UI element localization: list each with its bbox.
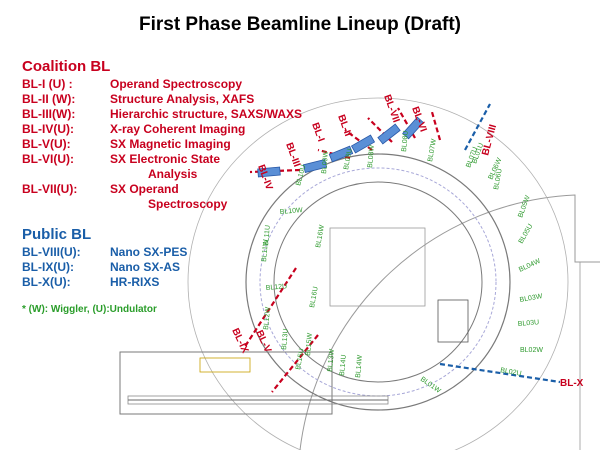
port-labels-layer: BL01W BL02U BL02W BL03U BL03W BL04W BL05U BL05W… <box>261 130 543 395</box>
building-outline <box>299 194 600 450</box>
public-heading: Public BL <box>22 226 92 243</box>
coalition-row: BL-II (W): Structure Analysis, XAFS <box>22 92 302 107</box>
beamline-callout: BL-I <box>309 121 326 143</box>
beamline-callout: BL-II <box>335 113 353 138</box>
port-label: BL13U <box>281 328 290 350</box>
port-label: BL03W <box>519 293 543 304</box>
coalition-row: BL-I (U) : Operand Spectroscopy <box>22 77 302 92</box>
port-label: BL13W <box>327 348 336 372</box>
bl-code: BL-VII(U): <box>22 182 78 196</box>
bl-desc: Hierarchic structure, SAXS/WAXS <box>110 107 303 121</box>
bl-code: BL-II (W): <box>22 92 76 106</box>
page-title: First Phase Beamline Lineup (Draft) <box>138 14 461 35</box>
port-label: BL10W <box>280 207 304 216</box>
bl-code: BL-III(W): <box>22 107 76 121</box>
port-label: BL11W <box>261 239 270 262</box>
insertion-device-note: * (W): Wiggler, (U):Undulator <box>22 304 157 315</box>
inner-room <box>437 299 469 343</box>
insertion-device <box>402 116 424 140</box>
insertion-device <box>350 134 376 154</box>
bl-ii-line <box>344 129 373 151</box>
insertion-device <box>257 166 281 178</box>
coalition-list: BL-I (U) : Operand Spectroscopy BL-II (W)… <box>22 77 302 212</box>
bl-desc: Structure Analysis, XAFS <box>110 92 255 106</box>
port-label: BL08W <box>367 144 376 168</box>
coalition-row: BL-VII(U): SX Operand <box>22 182 302 197</box>
bl-desc: SX Magnetic Imaging <box>110 137 231 151</box>
port-label: BL09W <box>321 150 330 174</box>
port-label: BL02W <box>520 347 543 354</box>
insertion-device <box>328 145 354 163</box>
coalition-heading: Coalition BL <box>22 58 111 75</box>
insertion-device <box>302 158 328 174</box>
port-label: BL05W <box>517 194 532 218</box>
bl-x-line <box>439 362 561 384</box>
bl-vi-line <box>430 111 442 141</box>
port-label: BL14W <box>355 354 364 378</box>
beamline-callout: BL-VIII <box>480 123 499 157</box>
bl-viii-line <box>464 103 491 151</box>
linac-building <box>119 351 333 415</box>
port-label: BL06U <box>493 168 504 190</box>
port-label: BL16W <box>315 224 326 248</box>
bl-desc: X-ray Coherent Imaging <box>110 122 246 136</box>
coalition-row: BL-VI(U): SX Electronic State <box>22 152 302 167</box>
port-label: BL14U <box>339 354 348 376</box>
bl-code: BL-X(U): <box>22 275 71 289</box>
port-label: BL01W <box>419 376 442 395</box>
bl-desc-continued: Analysis <box>148 167 198 181</box>
public-row: BL-VIII(U): Nano SX-PES <box>22 245 302 260</box>
bl-vii-line <box>397 107 416 139</box>
bl-i-line <box>367 117 393 143</box>
public-row: BL-X(U): HR-RIXS <box>22 275 302 290</box>
port-label: BL16U <box>309 286 320 308</box>
building-outline-right <box>575 261 600 450</box>
port-label: BL05U <box>518 223 535 245</box>
bl-desc: Operand Spectroscopy <box>110 77 243 91</box>
bl-desc-continued: Spectroscopy <box>148 197 228 211</box>
public-row: BL-IX(U): Nano SX-AS <box>22 260 302 275</box>
inner-hall <box>329 227 426 307</box>
port-label: BL09U <box>343 148 354 170</box>
port-label: BL03U <box>518 319 540 328</box>
bl-desc: HR-RIXS <box>110 275 160 289</box>
coalition-row: BL-IV(U): X-ray Coherent Imaging <box>22 122 302 137</box>
beamline-callout: BL-IX <box>229 327 250 356</box>
coalition-row: BL-III(W): Hierarchic structure, SAXS/WAX… <box>22 107 302 122</box>
port-label: BL15W <box>305 332 314 356</box>
coalition-row-continued: Analysis <box>22 167 302 182</box>
bl-code: BL-I (U) : <box>22 77 73 91</box>
port-label: BL12W <box>263 306 272 330</box>
bl-code: BL-IX(U): <box>22 260 74 274</box>
experimental-hall-outer <box>187 97 569 450</box>
port-label: BL07W <box>427 138 438 162</box>
port-label: BL12U <box>266 283 288 292</box>
storage-ring-inner <box>273 181 483 383</box>
bl-desc: Nano SX-PES <box>110 245 188 259</box>
bl-ix-line <box>271 334 319 393</box>
beamlines-layer <box>243 103 561 393</box>
public-list: BL-VIII(U): Nano SX-PES BL-IX(U): Nano SX-… <box>22 245 302 290</box>
bl-desc: SX Operand <box>110 182 179 196</box>
coalition-row: BL-V(U): SX Magnetic Imaging <box>22 137 302 152</box>
port-label: BL02U <box>500 367 522 378</box>
port-label: BL04W <box>518 258 542 274</box>
bl-code: BL-VI(U): <box>22 152 74 166</box>
port-label: BL11U <box>263 225 272 246</box>
control-room <box>199 357 251 373</box>
bl-desc: SX Electronic State <box>110 152 221 166</box>
beamline-legend: Coalition BL BL-I (U) : Operand Spectrosc… <box>22 58 302 315</box>
port-label: BL08U <box>401 130 410 152</box>
bl-code: BL-VIII(U): <box>22 245 81 259</box>
port-label: BL15U <box>295 348 306 370</box>
insertion-device <box>377 123 401 145</box>
bl-desc: Nano SX-AS <box>110 260 181 274</box>
storage-ring-outer <box>245 153 511 411</box>
coalition-row-continued: Spectroscopy <box>22 197 302 212</box>
bl-code: BL-V(U): <box>22 137 71 151</box>
bl-code: BL-IV(U): <box>22 122 74 136</box>
beamline-callout: BL-V <box>253 329 273 355</box>
beamline-callout: BL-X <box>560 378 584 389</box>
